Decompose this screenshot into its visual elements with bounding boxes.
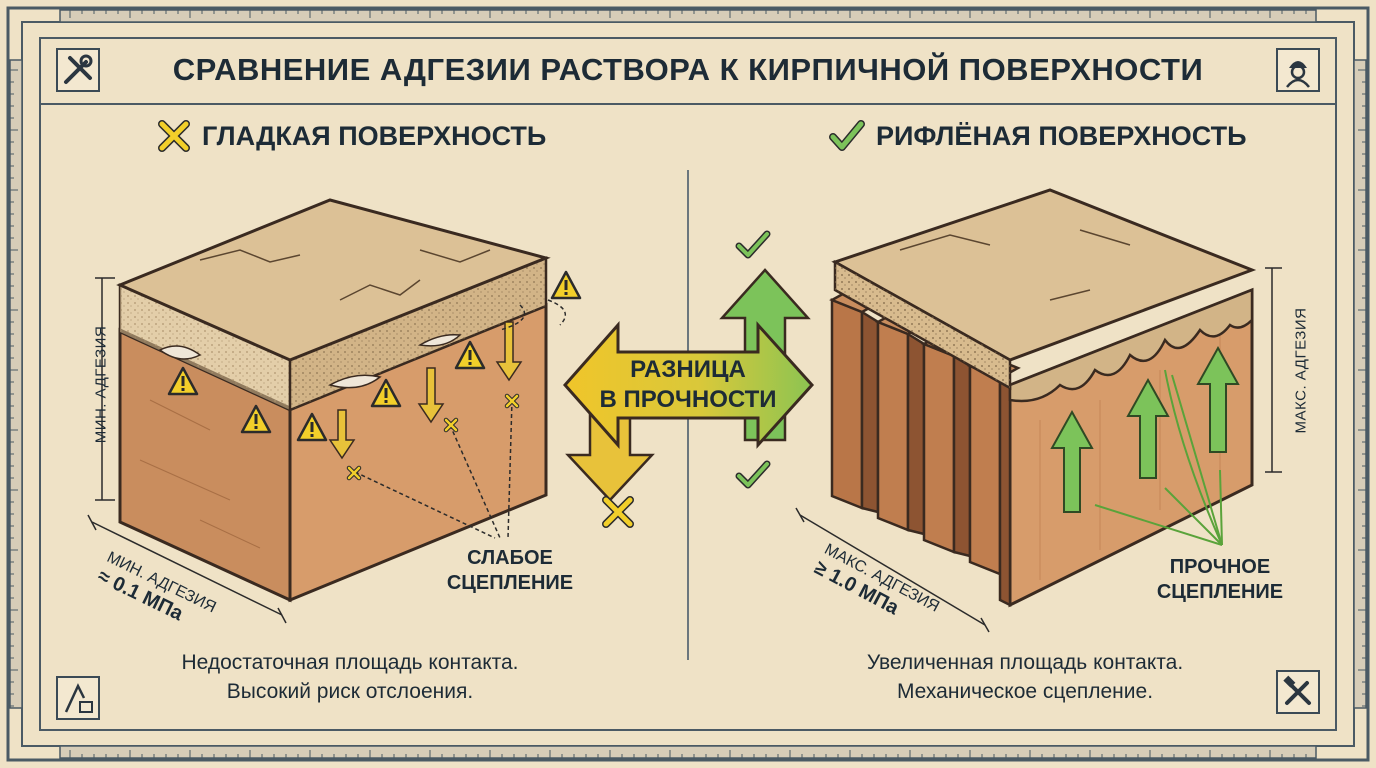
hammer-wrench-icon: [1276, 670, 1320, 714]
frame: [6, 6, 1370, 762]
cross-icon: [600, 494, 636, 534]
difference-line1: РАЗНИЦА: [630, 356, 746, 383]
difference-arrows: [562, 268, 815, 502]
strong-bond-line1: ПРОЧНОЕ: [1169, 556, 1271, 578]
cross-icon: [443, 417, 459, 437]
left-caption-line2: Высокий риск отслоения.: [226, 680, 474, 703]
right-caption: Увеличенная площадь контакта. Механическ…: [805, 648, 1245, 706]
weak-bond-line2: СЦЕПЛЕНИЕ: [446, 572, 574, 594]
warning-icon: [167, 366, 199, 400]
left-side-label: МИН. АДГЕЗИЯ: [92, 325, 110, 444]
left-heading: ГЛАДКАЯ ПОВЕРХНОСТЬ: [202, 121, 547, 151]
check-icon: [734, 458, 772, 496]
right-dimensions: [795, 267, 1282, 633]
weak-bond-note: СЛАБОЕ СЦЕПЛЕНИЕ: [430, 546, 590, 596]
cross-icon: [156, 118, 192, 158]
difference-label: РАЗНИЦА В ПРОЧНОСТИ: [598, 355, 778, 415]
warning-icon: [240, 404, 272, 438]
warning-icon: [296, 412, 328, 446]
left-dimensions: [87, 277, 287, 624]
weak-arrows: [328, 321, 523, 460]
warning-icon: [550, 270, 582, 304]
right-caption-line1: Увеличенная площадь контакта.: [866, 651, 1184, 674]
warning-icon: [454, 340, 486, 374]
strong-pointers: [1094, 369, 1223, 546]
page-title: СРАВНЕНИЕ АДГЕЗИИ РАСТВОРА К КИРПИЧНОЙ П…: [172, 52, 1204, 87]
strong-bond-line2: СЦЕПЛЕНИЕ: [1156, 581, 1284, 603]
left-caption-line1: Недостаточная площадь контакта.: [181, 651, 519, 674]
strong-arrows: [1050, 345, 1240, 513]
strong-bond-note: ПРОЧНОЕ СЦЕПЛЕНИЕ: [1140, 555, 1300, 605]
check-icon: [734, 228, 772, 266]
difference-line2: В ПРОЧНОСТИ: [599, 386, 777, 413]
right-caption-line2: Механическое сцепление.: [896, 680, 1154, 703]
tools-icon: [56, 48, 100, 92]
smooth-brick: [116, 198, 551, 603]
left-caption: Недостаточная площадь контакта. Высокий …: [130, 648, 570, 706]
right-side-label: МАКС. АДГЕЗИЯ: [1292, 307, 1310, 434]
ribbed-brick: [829, 188, 1257, 608]
right-heading: РИФЛЁНАЯ ПОВЕРХНОСТЬ: [876, 121, 1247, 151]
weak-pointers: [354, 299, 567, 539]
warning-icon: [370, 378, 402, 412]
worker-icon: [1276, 48, 1320, 92]
cross-icon: [504, 393, 520, 413]
check-icon: [828, 118, 866, 158]
cross-icon: [346, 465, 362, 485]
drawing-icon: [56, 676, 100, 720]
weak-bond-line1: СЛАБОЕ: [467, 547, 553, 569]
